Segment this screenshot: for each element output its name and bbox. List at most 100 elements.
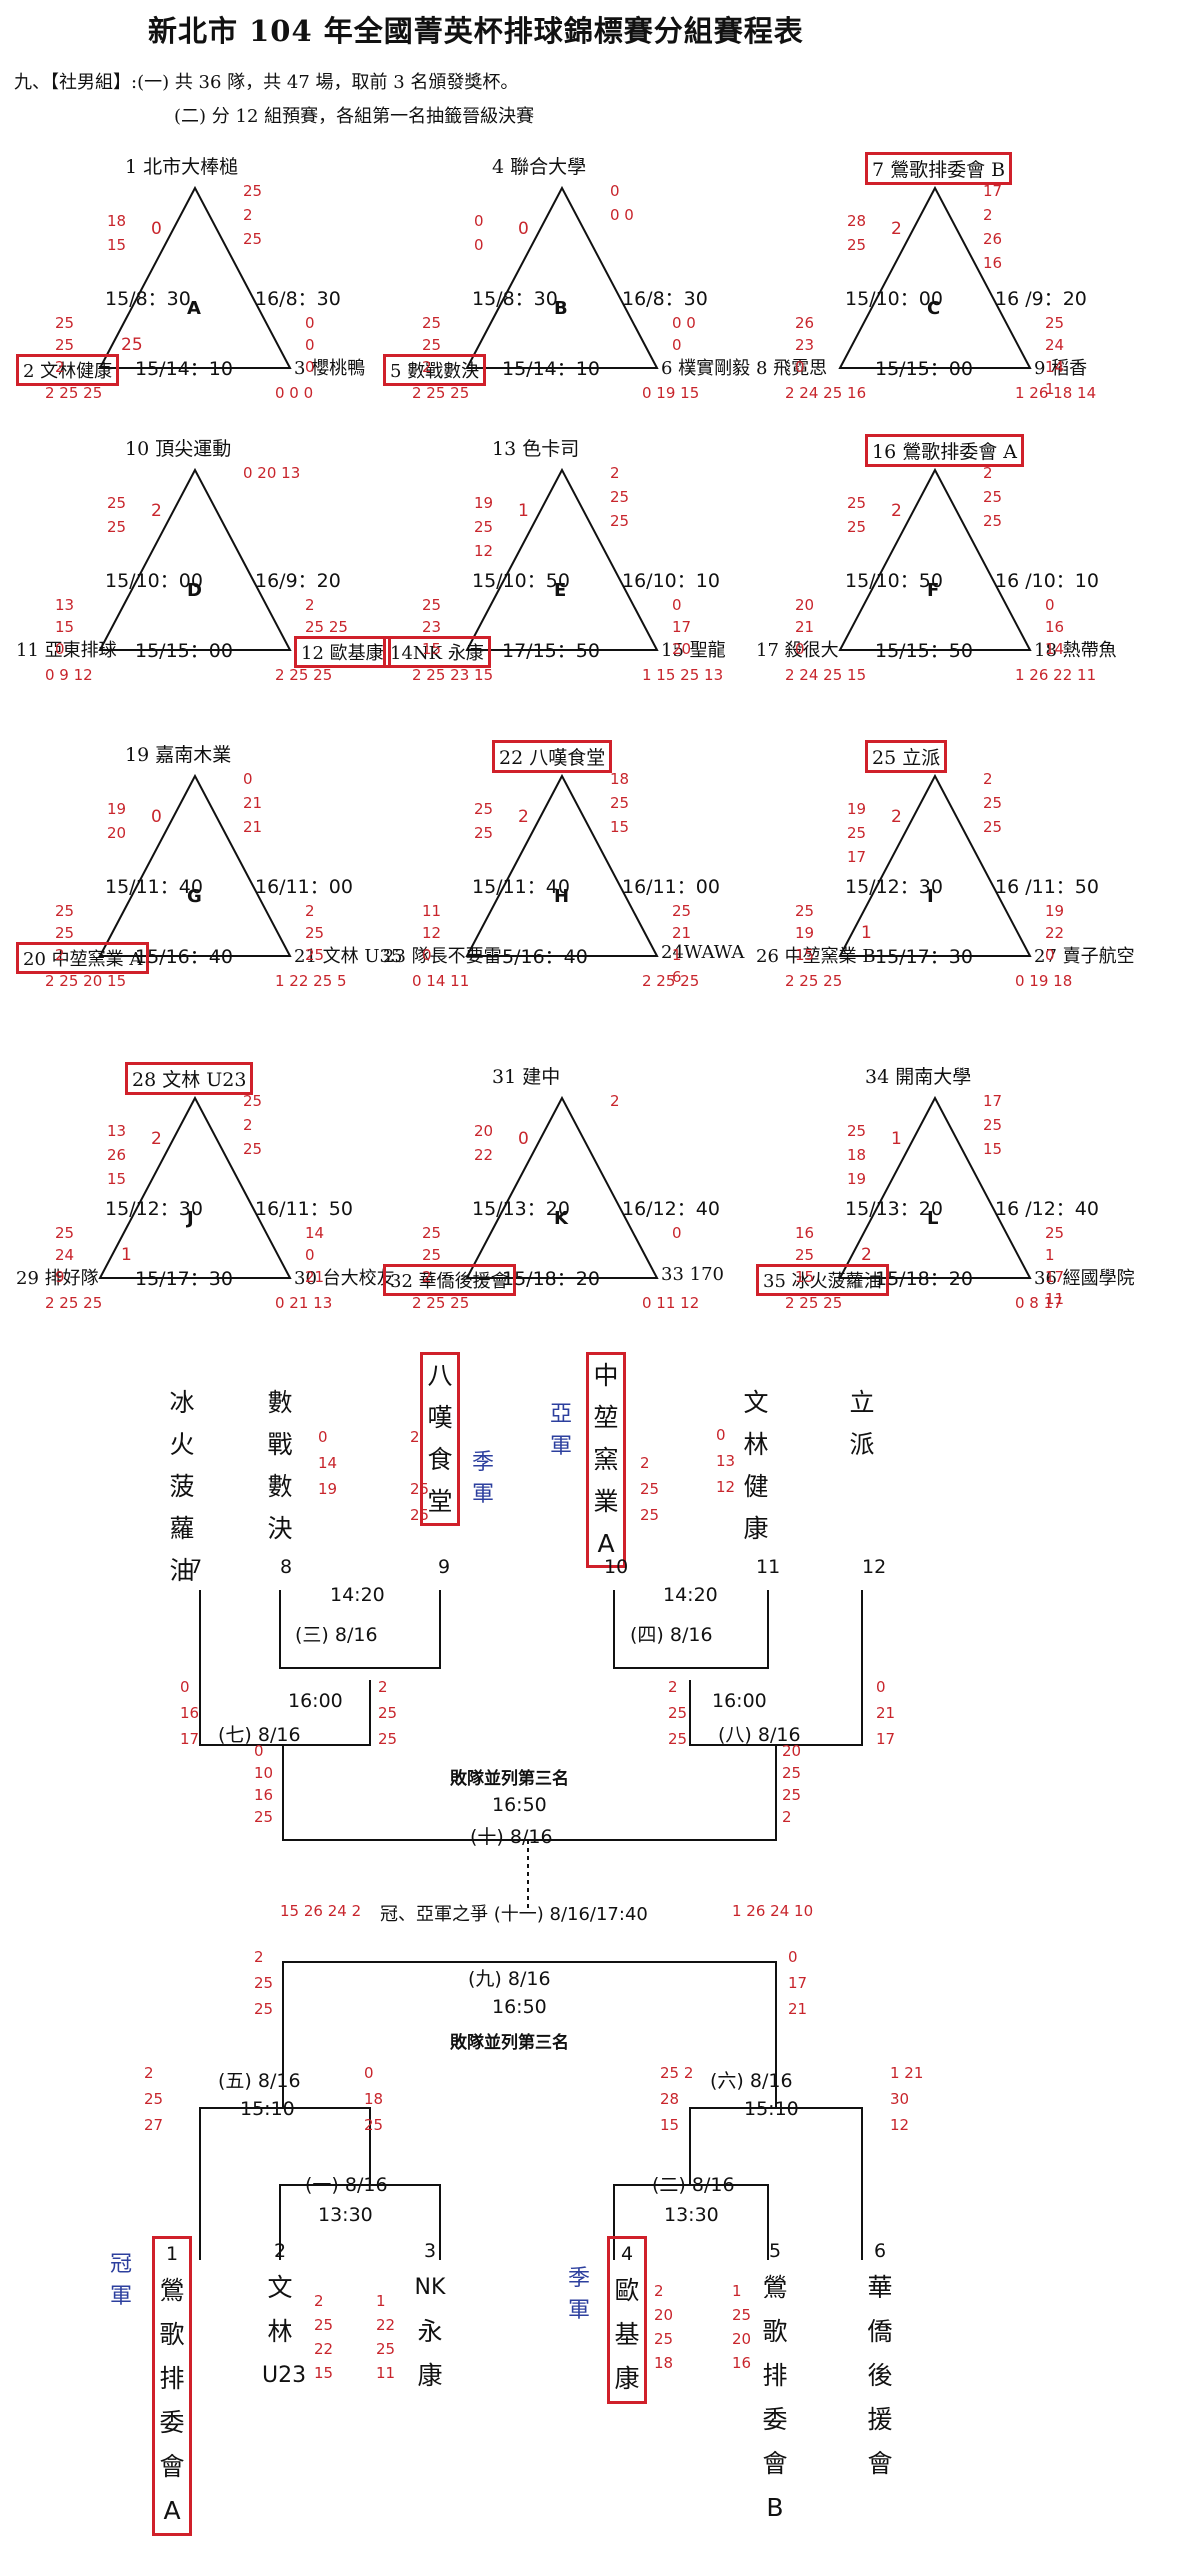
score-l5l-1: 25: [144, 2090, 164, 2108]
lower-team-char: 歐: [614, 2276, 640, 2305]
group-I-team-left: 26 中堃窯業 B: [756, 946, 876, 967]
match-10-label: 敗隊並列第三名: [450, 1769, 569, 1789]
group-G-time-left: 15/11：40: [105, 876, 203, 898]
match-9-time: 16:50: [492, 1996, 547, 2018]
group-B-letter: B: [554, 298, 568, 319]
group-L-score-l2: 2: [861, 1245, 872, 1265]
match-8-date: (八) 8/16: [718, 1724, 801, 1746]
score-u7b-2: 17: [180, 1730, 200, 1748]
group-F-time-left: 15/10：50: [845, 570, 943, 592]
group-L-score-tl-2: 19: [847, 1170, 867, 1188]
group-F-team-top: 16 鶯歌排委會 A: [865, 434, 1024, 467]
upper-team-char: 火: [169, 1430, 195, 1459]
group-H-score-tl2: 2: [518, 807, 529, 827]
group-I-score-rb-1: 22: [1045, 924, 1065, 942]
lower-team-char: 排: [159, 2364, 185, 2393]
group-L-score-rb-1: 1: [1045, 1246, 1055, 1264]
group-D-letter: D: [187, 580, 202, 601]
lower-m1-lines: [279, 2184, 441, 2260]
group-I-score-lb-0: 25: [795, 902, 815, 920]
lower-team-char: 永: [417, 2317, 443, 2346]
score-l3-2: 25: [376, 2340, 396, 2358]
group-C-score-tl-0: 28: [847, 212, 867, 230]
group-B-score-tl2: 0: [518, 219, 529, 239]
group-J-score-lb-0: 25: [55, 1224, 75, 1242]
group-H-score-tr-2: 15: [610, 818, 630, 836]
group-C-score-rb-2: 14: [1045, 358, 1065, 376]
group-C-team-top: 7 鶯歌排委會 B: [865, 152, 1013, 185]
group-G-team-right: 21 文林 U35: [294, 946, 403, 967]
score-l4-2: 25: [654, 2330, 674, 2348]
group-E-team-top: 13 色卡司: [492, 438, 580, 460]
lower-team-number: 4: [620, 2243, 634, 2265]
score-u12c-3: 2: [782, 1808, 792, 1826]
group-L-score-lb-1: 25: [795, 1246, 815, 1264]
upper-third-label-0: 季: [471, 1450, 494, 1475]
score-u10b-2: 25: [668, 1730, 688, 1748]
score-u12c-1: 25: [782, 1764, 802, 1782]
score-u9-0: 2: [410, 1428, 420, 1446]
score-l5l-2: 27: [144, 2116, 164, 2134]
upper-team-char: 業: [593, 1487, 619, 1516]
group-I-score-l2: 1: [861, 923, 872, 943]
group-J-team-left: 29 排好隊: [16, 1268, 99, 1289]
group-D-score-lb-1: 15: [55, 618, 75, 636]
group-J-time-bottom: 15/17：30: [135, 1268, 233, 1290]
group-E-time-bottom: 17/15：50: [502, 640, 600, 662]
group-L-letter: L: [927, 1208, 939, 1229]
upper-team-11-name: 文林健康: [738, 1382, 774, 1550]
group-J-score-lb-1: 24: [55, 1246, 75, 1264]
score-l5l-0: 2: [144, 2064, 154, 2082]
group-A-score-rb-1: 0: [305, 336, 315, 354]
group-E-score-br: 1 15 25 13: [642, 666, 724, 684]
match-10-time: 16:50: [492, 1794, 547, 1816]
upper-team-char: 冰: [169, 1388, 195, 1417]
group-H-score-tl-0: 25: [474, 800, 494, 818]
group-L-score-tl2: 1: [891, 1129, 902, 1149]
group-K-team-left: 32 華僑後援會: [383, 1264, 516, 1296]
group-I-score-rb-0: 19: [1045, 902, 1065, 920]
match-5-date: (五) 8/16: [218, 2070, 301, 2092]
upper-team-char: 食: [427, 1445, 453, 1474]
lower-team-char: 基: [614, 2320, 640, 2349]
group-A-score-lb-2: 2: [55, 358, 65, 376]
group-E-score-tl-0: 19: [474, 494, 494, 512]
group-E-score-rb-0: 0: [672, 596, 682, 614]
group-H-time-left: 15/11：40: [472, 876, 570, 898]
group-J-score-tl-1: 26: [107, 1146, 127, 1164]
match-4-time: 14:20: [663, 1584, 718, 1606]
match-6-time: 15:10: [744, 2098, 799, 2120]
group-A-time-right: 16/8：30: [255, 288, 341, 310]
group-D-score-br: 2 25 25: [275, 666, 333, 684]
group-E-score-bl: 2 25 23 15: [412, 666, 494, 684]
match-9-date: (九) 8/16: [468, 1968, 551, 1990]
group-H-score-tr-1: 25: [610, 794, 630, 812]
group-J-score-bl: 2 25 25: [45, 1294, 103, 1312]
group-D-score-tr-0: 0 20 13: [243, 464, 301, 482]
group-C-team-right: 9 稻香: [1034, 358, 1088, 379]
group-D-time-left: 15/10：00: [105, 570, 203, 592]
match-1-time: 13:30: [318, 2204, 373, 2226]
score-l2-2: 22: [314, 2340, 334, 2358]
group-E-score-tr-1: 25: [610, 488, 630, 506]
group-A-team-right: 3 櫻桃鴨: [294, 358, 366, 379]
group-H-score-lb-1: 12: [422, 924, 442, 942]
group-C-score-tr-0: 17: [983, 182, 1003, 200]
group-B-score-lb-2: 2: [422, 358, 432, 376]
group-F-score-br: 1 26 22 11: [1015, 666, 1097, 684]
lower-team-char: 會: [159, 2452, 185, 2481]
match-10-date: (十) 8/16: [470, 1826, 553, 1848]
group-I-score-lb-2: 15: [795, 946, 815, 964]
group-K-letter: K: [554, 1208, 568, 1229]
lower-third-label-0: 季: [567, 2266, 590, 2291]
group-B-triangle: [465, 185, 659, 369]
group-K-team-top: 31 建中: [492, 1066, 561, 1088]
score-u11-2: 12: [716, 1478, 736, 1496]
group-D-time-right: 16/9：20: [255, 570, 341, 592]
group-F-team-left: 17 殺很大: [756, 640, 839, 661]
score-l3-1: 22: [376, 2316, 396, 2334]
group-H-score-tr-0: 18: [610, 770, 630, 788]
group-J-score-tr-1: 2: [243, 1116, 253, 1134]
group-C-score-lb-0: 26: [795, 314, 815, 332]
